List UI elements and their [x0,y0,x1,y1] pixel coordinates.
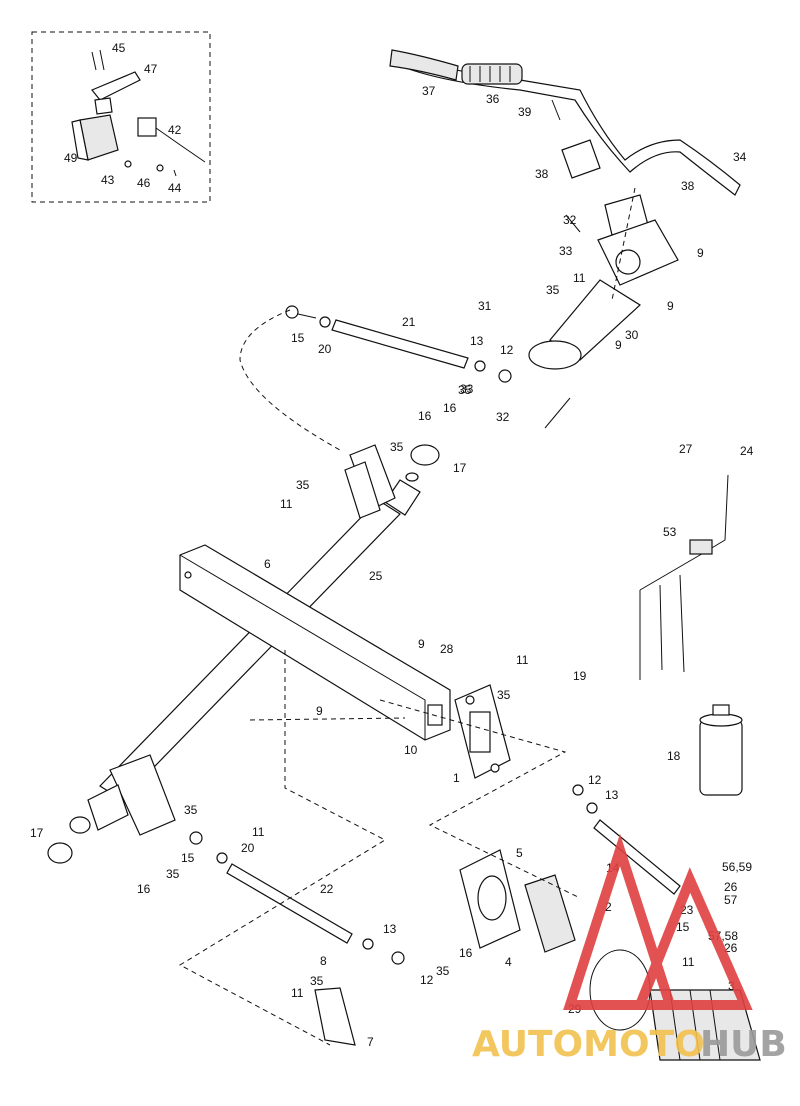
part-label-15c: 15 [676,920,690,934]
part-label-35a: 35 [546,283,560,297]
part-label-35d: 35 [458,383,472,397]
part-label-36: 36 [486,92,500,106]
part-label-11c: 11 [516,653,529,667]
part-label-1: 1 [453,771,460,785]
part-labels: 1234567899999101111111111111212121313131… [30,41,754,1049]
part-label-28: 28 [440,642,454,656]
part-label-46: 46 [137,176,151,190]
part-label-25: 25 [369,569,383,583]
tie-rod-right [572,784,681,895]
part-label-11f: 11 [682,955,695,969]
part-label-13a: 13 [470,334,484,348]
watermark-triangle-right [632,867,753,1010]
part-label-33b: 33 [460,382,474,396]
part-label-10: 10 [404,743,418,757]
part-label-16a: 16 [418,409,432,423]
part-label-20a: 20 [318,342,332,356]
part-label-57a: 57 [724,893,738,907]
watermark-triangle-left [563,833,677,1010]
steering-column [47,444,440,864]
part-label-17a: 17 [453,461,467,475]
part-label-12b: 12 [588,773,602,787]
part-label-15b: 15 [181,851,195,865]
tie-rod-upper [239,305,512,451]
part-label-49: 49 [64,151,78,165]
part-label-35i: 35 [310,974,324,988]
tie-rod-lower [189,831,405,1046]
part-label-47: 47 [144,62,158,76]
part-label-45: 45 [112,41,126,55]
part-label-16b: 16 [443,401,457,415]
part-label-13c: 13 [383,922,397,936]
part-label-15a: 15 [291,331,305,345]
part-label-6: 6 [264,557,271,571]
part-label-12a: 12 [500,343,514,357]
part-label-35e: 35 [497,688,511,702]
part-label-53: 53 [663,525,677,539]
part-label-24: 24 [740,444,754,458]
part-label-43: 43 [101,173,115,187]
part-label-44: 44 [168,181,182,195]
part-label-21: 21 [402,315,416,329]
part-label-11b: 11 [280,497,293,511]
watermark-text-left: AUTOMOTO [472,1024,705,1065]
part-label-12c: 12 [420,973,434,987]
part-label-32a: 32 [563,213,577,227]
part-label-26b: 26 [724,941,738,955]
part-label-18: 18 [667,749,681,763]
part-label-56: 56,59 [722,860,752,874]
cable-and-can [639,474,743,796]
part-label-38b: 38 [681,179,695,193]
part-label-7: 7 [367,1035,374,1049]
dashed-assembly-lines [178,187,636,1046]
bearing-plate [454,684,511,779]
part-label-16d: 16 [459,946,473,960]
part-label-9c: 9 [615,338,622,352]
part-label-35c: 35 [296,478,310,492]
part-label-5: 5 [516,846,523,860]
part-label-9d: 9 [418,637,425,651]
watermark-text-right: HUB [700,1024,787,1065]
part-label-8: 8 [320,954,327,968]
part-label-9e: 9 [316,704,323,718]
part-label-11a: 11 [573,271,586,285]
handlebar-clamp [528,194,679,429]
part-label-2: 2 [605,900,612,914]
part-label-9a: 9 [697,246,704,260]
part-label-22: 22 [320,882,334,896]
part-label-42: 42 [168,123,182,137]
part-label-30: 30 [625,328,639,342]
part-label-34: 34 [733,150,747,164]
part-label-27: 27 [679,442,693,456]
part-label-20b: 20 [241,841,255,855]
part-label-33a: 33 [559,244,573,258]
part-label-9b: 9 [667,299,674,313]
part-label-13b: 13 [605,788,619,802]
part-label-35b: 35 [390,440,404,454]
part-label-37: 37 [422,84,436,98]
watermark: AUTOMOTO HUB [472,833,787,1065]
inset-throttle-housing [31,31,211,203]
part-label-35g: 35 [166,867,180,881]
part-label-38a: 38 [535,167,549,181]
part-label-16c: 16 [137,882,151,896]
part-label-11d: 11 [252,825,265,839]
part-label-17b: 17 [30,826,44,840]
part-label-4: 4 [505,955,512,969]
handlebar [389,49,741,196]
part-label-35h: 35 [436,964,450,978]
part-label-39: 39 [518,105,532,119]
part-label-11e: 11 [291,986,304,1000]
part-label-26a: 26 [724,880,738,894]
part-label-35f: 35 [184,803,198,817]
part-label-32b: 32 [496,410,510,424]
part-label-19: 19 [573,669,587,683]
part-label-31: 31 [478,299,492,313]
frame-tube [179,544,451,741]
